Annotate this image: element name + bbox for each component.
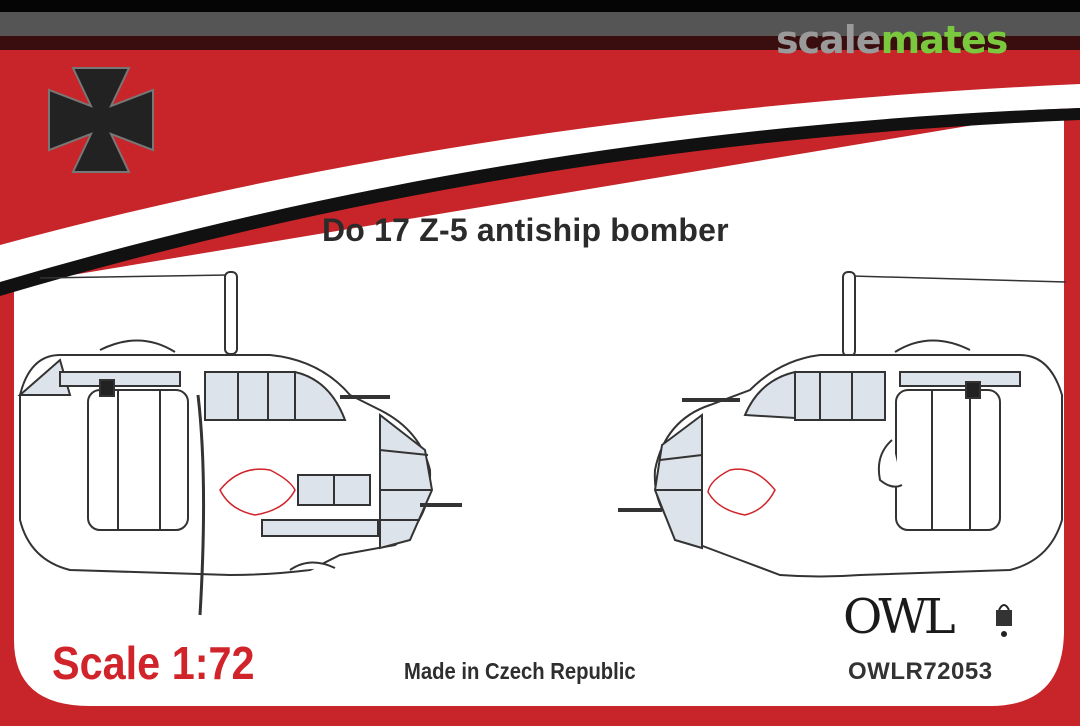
iron-cross-icon [48,67,154,173]
brand-logo: OWL [843,589,956,645]
watermark-mates: mates [880,18,1009,62]
owl-lock-icon [996,604,1012,637]
watermark-logo: scalemates [776,18,1009,62]
origin-label: Made in Czech Republic [404,658,636,684]
white-swoosh [0,84,1080,285]
aircraft-left-profile [17,271,462,616]
top-dark-band [0,36,1080,50]
product-code: OWLR72053 [848,658,993,685]
aircraft-right-profile [618,271,1067,578]
watermark-scale: scale [776,18,882,62]
scale-label: Scale 1:72 [52,637,255,689]
product-title: Do 17 Z-5 antiship bomber [322,212,729,248]
top-black-band [0,0,1080,12]
top-gray-band [0,12,1080,36]
